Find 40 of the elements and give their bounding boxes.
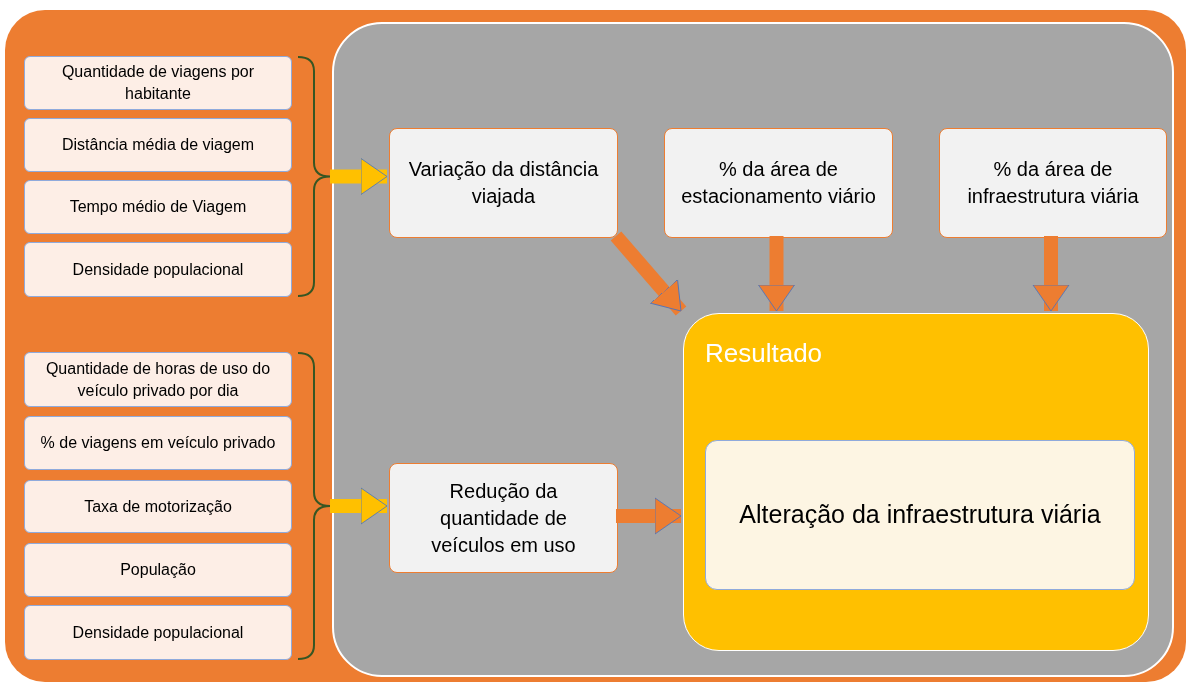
- factor-box: [24, 480, 292, 533]
- inner-panel: [332, 22, 1174, 677]
- box-label: Distância média de viagem: [61, 135, 255, 155]
- block-arrow: [758, 236, 795, 312]
- box-label: População: [120, 560, 196, 580]
- metric-box: [939, 128, 1167, 238]
- result-panel: [683, 313, 1149, 651]
- box-label: Quantidade de horas de uso do veículo privado por dia: [44, 358, 272, 401]
- box-label: Taxa de motorização: [84, 496, 232, 517]
- factor-box: [24, 118, 292, 172]
- factor-box: [24, 352, 292, 407]
- box-label: % de viagens em veículo privado: [40, 433, 276, 453]
- factor-box: [24, 416, 292, 470]
- result-box: [705, 440, 1135, 590]
- box-label: Alteração da infraestrutura viária: [739, 499, 1101, 531]
- factor-box: [24, 605, 292, 660]
- panel-heading: Resultado: [705, 337, 823, 370]
- block-arrow: [330, 158, 388, 195]
- curly-brace: [298, 352, 330, 660]
- block-arrow: [610, 231, 687, 316]
- box-label: Densidade populacional: [72, 259, 244, 280]
- box-label: Quantidade de viagens por habitante: [60, 62, 256, 104]
- factor-box: [24, 56, 292, 110]
- factor-box: [24, 543, 292, 597]
- box-label: Redução da quantidade de veículos em uso: [430, 478, 577, 558]
- curly-brace: [298, 56, 330, 297]
- metric-box: [664, 128, 893, 238]
- box-label: Variação da distância viajada: [407, 157, 600, 209]
- factor-box: [24, 242, 292, 297]
- box-label: % da área de infraestrutura viária: [966, 157, 1140, 209]
- metric-box: [389, 463, 618, 573]
- factor-box: [24, 180, 292, 234]
- box-label: Tempo médio de Viagem: [69, 197, 247, 217]
- box-label: % da área de estacionamento viário: [680, 157, 877, 209]
- metric-box: [389, 128, 618, 238]
- block-arrow: [1032, 236, 1070, 312]
- outer-panel: [5, 10, 1186, 682]
- block-arrow: [330, 487, 388, 525]
- block-arrow: [616, 497, 682, 535]
- box-label: Densidade populacional: [72, 622, 244, 643]
